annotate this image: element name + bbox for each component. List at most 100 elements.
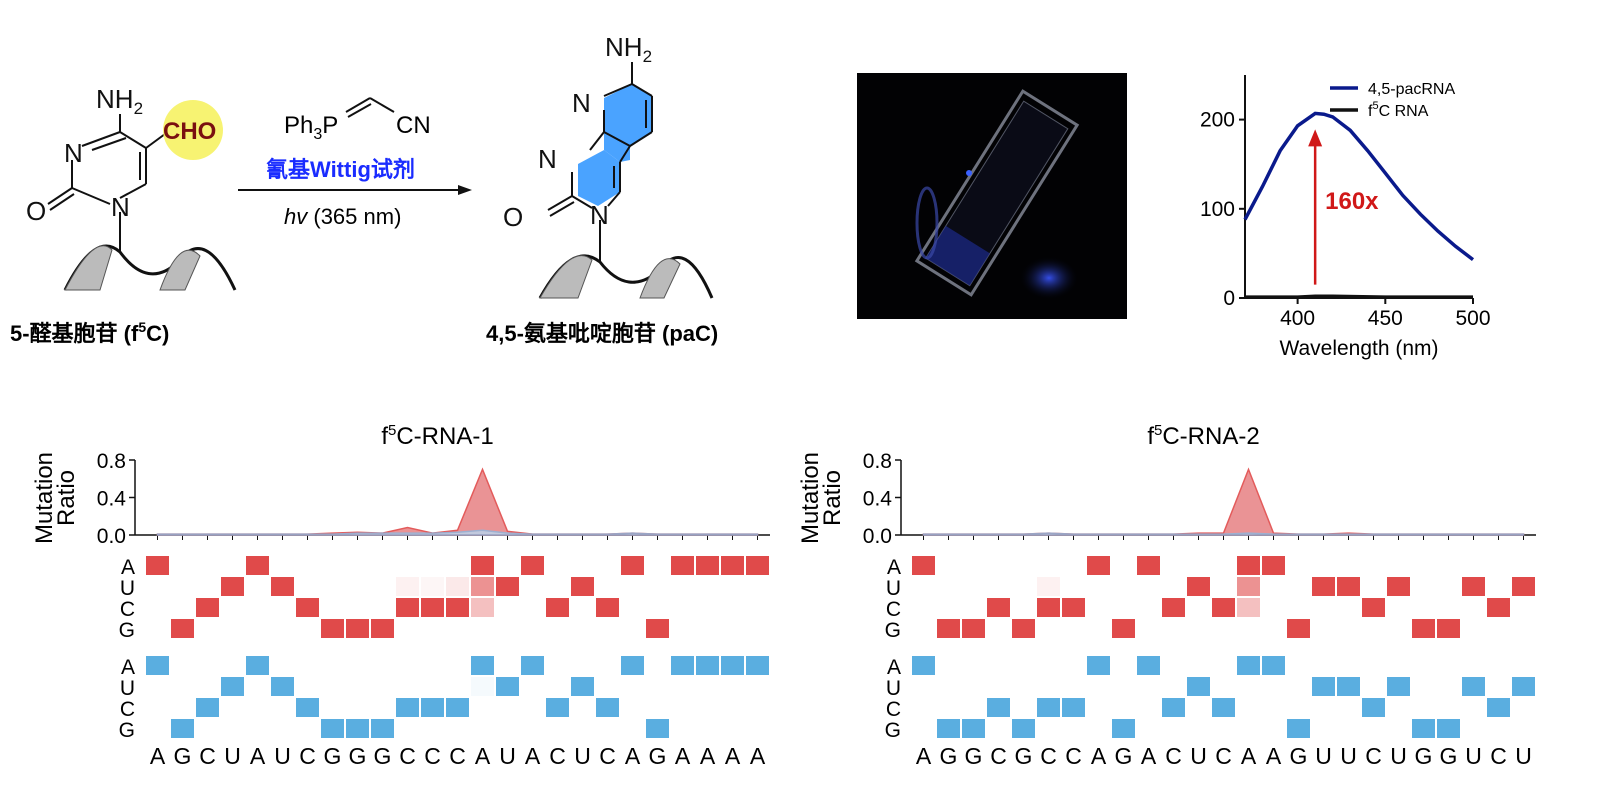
reagent-p: P <box>322 112 338 139</box>
sequence-base: A <box>675 743 691 769</box>
f5c-heatmap-cell <box>396 698 419 717</box>
sequence-base: A <box>916 743 932 769</box>
f5c-heatmap-cell <box>721 656 744 675</box>
pac-heatmap-cell <box>1137 556 1160 575</box>
reactant-name: 5-醛基胞苷 (f <box>10 321 139 346</box>
ratio-y-tick-label: 0.8 <box>97 450 126 473</box>
panel-title-post: C-RNA-1 <box>396 423 493 450</box>
pac-heatmap-cell <box>1212 598 1235 617</box>
condition-wavelength: (365 nm) <box>307 204 401 229</box>
f5c-heatmap-cell <box>596 698 619 717</box>
sequence-base: A <box>700 743 716 769</box>
pac-heatmap-cell <box>346 619 369 638</box>
sequence-base: A <box>750 743 766 769</box>
f5c-heatmap-cell <box>1412 719 1435 738</box>
pac-heatmap-cell <box>1062 598 1085 617</box>
sequence-base: A <box>725 743 741 769</box>
pac-heatmap-cell <box>471 556 494 575</box>
reactant-name-post: C) <box>146 321 169 346</box>
reagent-ph: Ph <box>284 112 313 139</box>
f5c-heatmap-row-label: U <box>120 677 135 700</box>
f5c-heatmap-cell <box>571 677 594 696</box>
product-name: 4,5-氨基吡啶胞苷 (paC) <box>486 321 718 346</box>
f5c-heatmap-row-label: C <box>120 698 135 721</box>
ratio-y-label-line2: Ratio <box>53 470 80 526</box>
pac-heatmap-cell <box>246 556 269 575</box>
sequence-base: C <box>199 743 216 769</box>
legend-label-pacrna: 4,5-pacRNA <box>1368 81 1455 98</box>
pac-heatmap-cell <box>621 556 644 575</box>
condition-hv: hv <box>284 204 309 229</box>
pac-heatmap-cell <box>646 619 669 638</box>
ratio-y-tick-label: 0.0 <box>863 525 892 548</box>
pac-heatmap-cell <box>221 577 244 596</box>
pac-mutation-area <box>922 467 1525 536</box>
pac-heatmap-row-label: C <box>886 598 901 621</box>
x-axis-label: Wavelength (nm) <box>1279 337 1438 360</box>
f5c-heatmap-cell <box>1337 677 1360 696</box>
panel-title-sup: 5 <box>1154 422 1162 439</box>
sequence-base: U <box>1465 743 1482 769</box>
pac-heatmap-cell <box>596 598 619 617</box>
sequence-base: G <box>349 743 367 769</box>
reagent-ph-sub: 3 <box>313 126 322 143</box>
pac-heatmap-cell <box>396 598 419 617</box>
f5c-heatmap-cell <box>1037 698 1060 717</box>
sequence-base: U <box>574 743 591 769</box>
pac-heatmap-cell <box>146 556 169 575</box>
sequence-base: C <box>1215 743 1232 769</box>
f5c-heatmap-cell <box>371 719 394 738</box>
pac-heatmap-cell <box>196 598 219 617</box>
sequence-base: U <box>1315 743 1332 769</box>
series-line-1 <box>1245 294 1473 299</box>
svg-text:NH2: NH2 <box>605 32 652 66</box>
pac-heatmap-cell <box>1087 556 1110 575</box>
f5c-heatmap-cell <box>1237 656 1260 675</box>
sequence-base: U <box>499 743 516 769</box>
legend-label-post: C RNA <box>1379 103 1429 120</box>
sequence-base: U <box>274 743 291 769</box>
pac-heatmap-cell <box>1362 598 1385 617</box>
f5c-heatmap-cell <box>1312 677 1335 696</box>
product-nh2: NH <box>605 32 643 62</box>
sequence-base: G <box>1115 743 1133 769</box>
sequence-base: G <box>374 743 392 769</box>
sequence-base: U <box>1515 743 1532 769</box>
reactant-backbone <box>63 244 237 291</box>
f5c-heatmap-cell <box>321 719 344 738</box>
panel-title: f5C-RNA-2 <box>1147 422 1259 450</box>
f5c-heatmap-cell <box>221 677 244 696</box>
sequence-base: C <box>599 743 616 769</box>
f5c-heatmap-row-label: G <box>119 719 135 742</box>
pac-heatmap-cell <box>987 598 1010 617</box>
ratio-y-tick-label: 0.0 <box>97 525 126 548</box>
pac-heatmap-cell <box>1237 556 1260 575</box>
f5c-heatmap-cell <box>196 698 219 717</box>
reagent-cn: CN <box>396 112 431 139</box>
f5c-heatmap-cell <box>521 656 544 675</box>
f5c-heatmap-cell <box>1262 656 1285 675</box>
f5c-heatmap-cell <box>1462 677 1485 696</box>
pac-heatmap-cell <box>1112 619 1135 638</box>
ratio-y-label: MutationRatio <box>797 452 846 544</box>
sequence-base: C <box>1065 743 1082 769</box>
series-line-0 <box>1243 111 1475 261</box>
x-tick-label: 500 <box>1455 307 1490 330</box>
pac-heatmap-cell <box>1187 577 1210 596</box>
ratio-y-tick-label: 0.8 <box>863 450 892 473</box>
panel-title-post: C-RNA-2 <box>1162 423 1259 450</box>
f5c-heatmap-cell <box>296 698 319 717</box>
sequence-base: G <box>174 743 192 769</box>
f5c-heatmap-cell <box>937 719 960 738</box>
pac-heatmap-cell <box>1012 619 1035 638</box>
pac-heatmap-cell <box>471 577 494 596</box>
cho-highlight <box>163 100 223 160</box>
pac-heatmap-cell <box>396 577 419 596</box>
sequence-base: C <box>449 743 466 769</box>
pac-heatmap-cell <box>1162 598 1185 617</box>
pac-heatmap-row-label: A <box>121 556 135 579</box>
f5c-heatmap-cell <box>471 656 494 675</box>
pac-heatmap-row-label: U <box>120 577 135 600</box>
svg-text:Ph3P: Ph3P <box>284 112 338 143</box>
cuvette-photo <box>857 73 1127 319</box>
